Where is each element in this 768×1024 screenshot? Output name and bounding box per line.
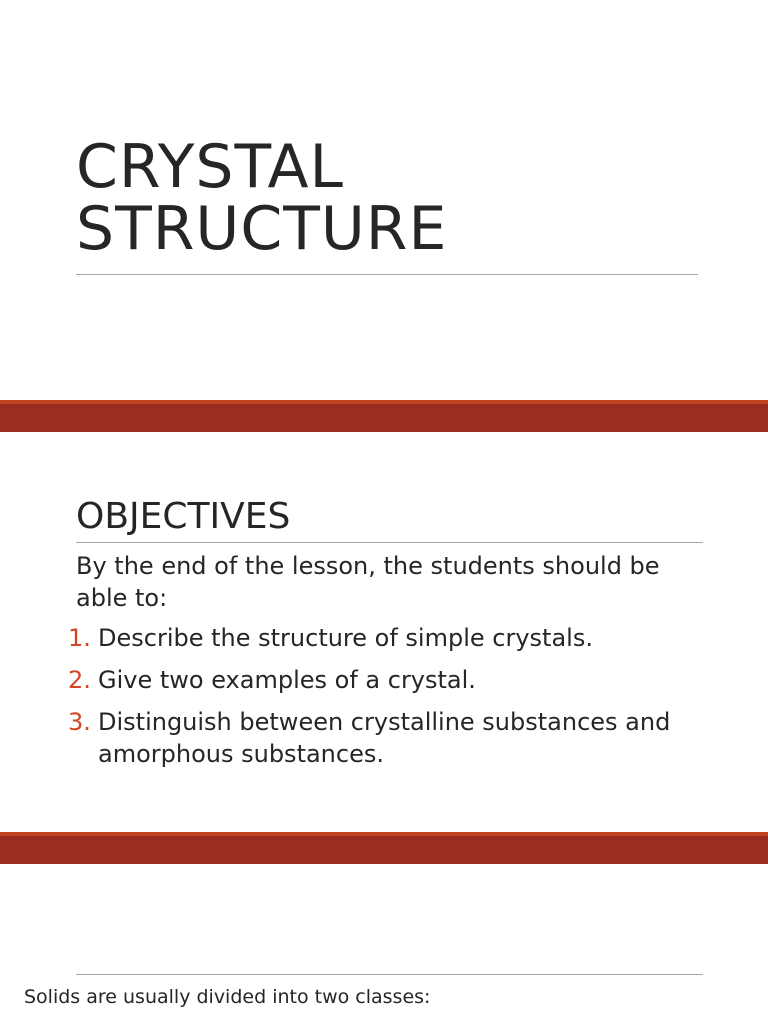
content-slide: Solids are usually divided into two clas… <box>0 864 768 1024</box>
objectives-slide: OBJECTIVES By the end of the lesson, the… <box>0 432 768 832</box>
slide-separator <box>0 400 768 432</box>
content-divider <box>76 974 703 975</box>
objective-item: 2. Give two examples of a crystal. <box>68 664 708 696</box>
objectives-intro: By the end of the lesson, the students s… <box>76 552 660 612</box>
objective-item: 1. Describe the structure of simple crys… <box>68 622 708 654</box>
objective-text: Give two examples of a crystal. <box>98 666 476 694</box>
objective-text: Describe the structure of simple crystal… <box>98 624 593 652</box>
title-slide: CRYSTAL STRUCTURE <box>0 0 768 400</box>
slide-title: CRYSTAL STRUCTURE <box>76 136 447 260</box>
title-line-1: CRYSTAL <box>76 132 344 202</box>
objective-number: 2. <box>68 666 91 694</box>
title-divider <box>76 274 698 275</box>
title-line-2: STRUCTURE <box>76 194 448 264</box>
slide-separator <box>0 832 768 864</box>
objectives-heading: OBJECTIVES <box>76 496 291 537</box>
objective-item: 3. Distinguish between crystalline subst… <box>68 706 708 770</box>
content-text: Solids are usually divided into two clas… <box>24 986 431 1008</box>
objective-text: Distinguish between crystalline substanc… <box>98 708 671 768</box>
objective-number: 3. <box>68 708 91 736</box>
objective-number: 1. <box>68 624 91 652</box>
objectives-list: 1. Describe the structure of simple crys… <box>68 622 708 780</box>
objectives-divider <box>76 542 703 543</box>
